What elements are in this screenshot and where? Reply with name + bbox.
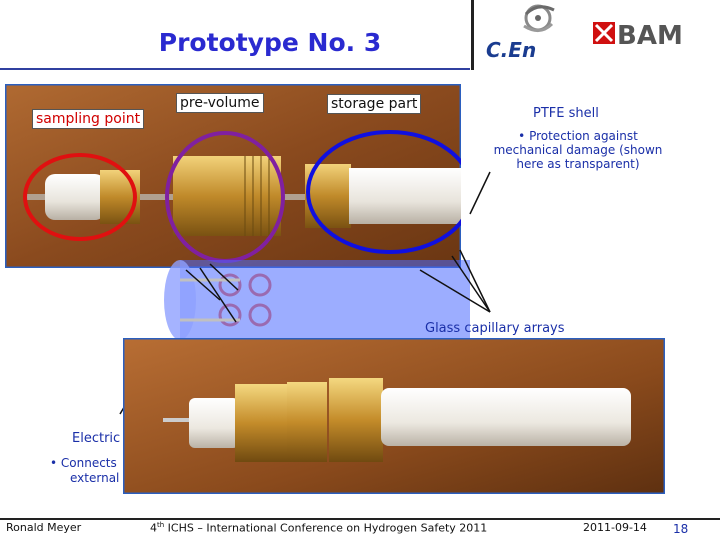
label-glass-capillary-arrays: Glass capillary arrays bbox=[425, 321, 565, 336]
connects-description: • Connects external bbox=[50, 456, 119, 486]
label-sampling-point: sampling point bbox=[32, 109, 145, 129]
page-number: 18 bbox=[673, 522, 689, 536]
title-underline bbox=[0, 68, 470, 70]
connects-line-1: • Connects bbox=[50, 456, 117, 470]
logos: C.En BAM bbox=[486, 4, 683, 62]
bam-logo-icon bbox=[593, 22, 615, 44]
prototype-photo-bottom bbox=[123, 338, 665, 494]
bam-logo-text: BAM bbox=[617, 21, 683, 51]
slide-title: Prototype No. 3 bbox=[158, 28, 382, 57]
conf-ordinal-suffix: th bbox=[157, 521, 165, 529]
label-pre-volume: pre-volume bbox=[176, 93, 264, 113]
label-electric: Electric bbox=[72, 431, 121, 446]
footer-divider bbox=[0, 518, 720, 520]
cen-logo-text: C.En bbox=[486, 38, 536, 62]
ptfe-description: • Protection against mechanical damage (… bbox=[493, 129, 663, 171]
capillary-schematic bbox=[164, 260, 470, 340]
header-divider bbox=[471, 0, 474, 70]
arrow-ptfe bbox=[469, 171, 491, 215]
conf-ordinal: 4 bbox=[150, 521, 157, 535]
cen-logo-icon bbox=[523, 4, 555, 32]
footer-author: Ronald Meyer bbox=[6, 521, 82, 534]
label-storage-part: storage part bbox=[327, 94, 422, 114]
footer-date: 2011-09-14 bbox=[583, 521, 647, 534]
footer-conference: 4th ICHS – International Conference on H… bbox=[150, 521, 487, 535]
conf-name: ICHS – International Conference on Hydro… bbox=[164, 521, 488, 535]
connects-line-2: external bbox=[70, 471, 120, 485]
label-ptfe-shell: PTFE shell bbox=[533, 106, 599, 121]
